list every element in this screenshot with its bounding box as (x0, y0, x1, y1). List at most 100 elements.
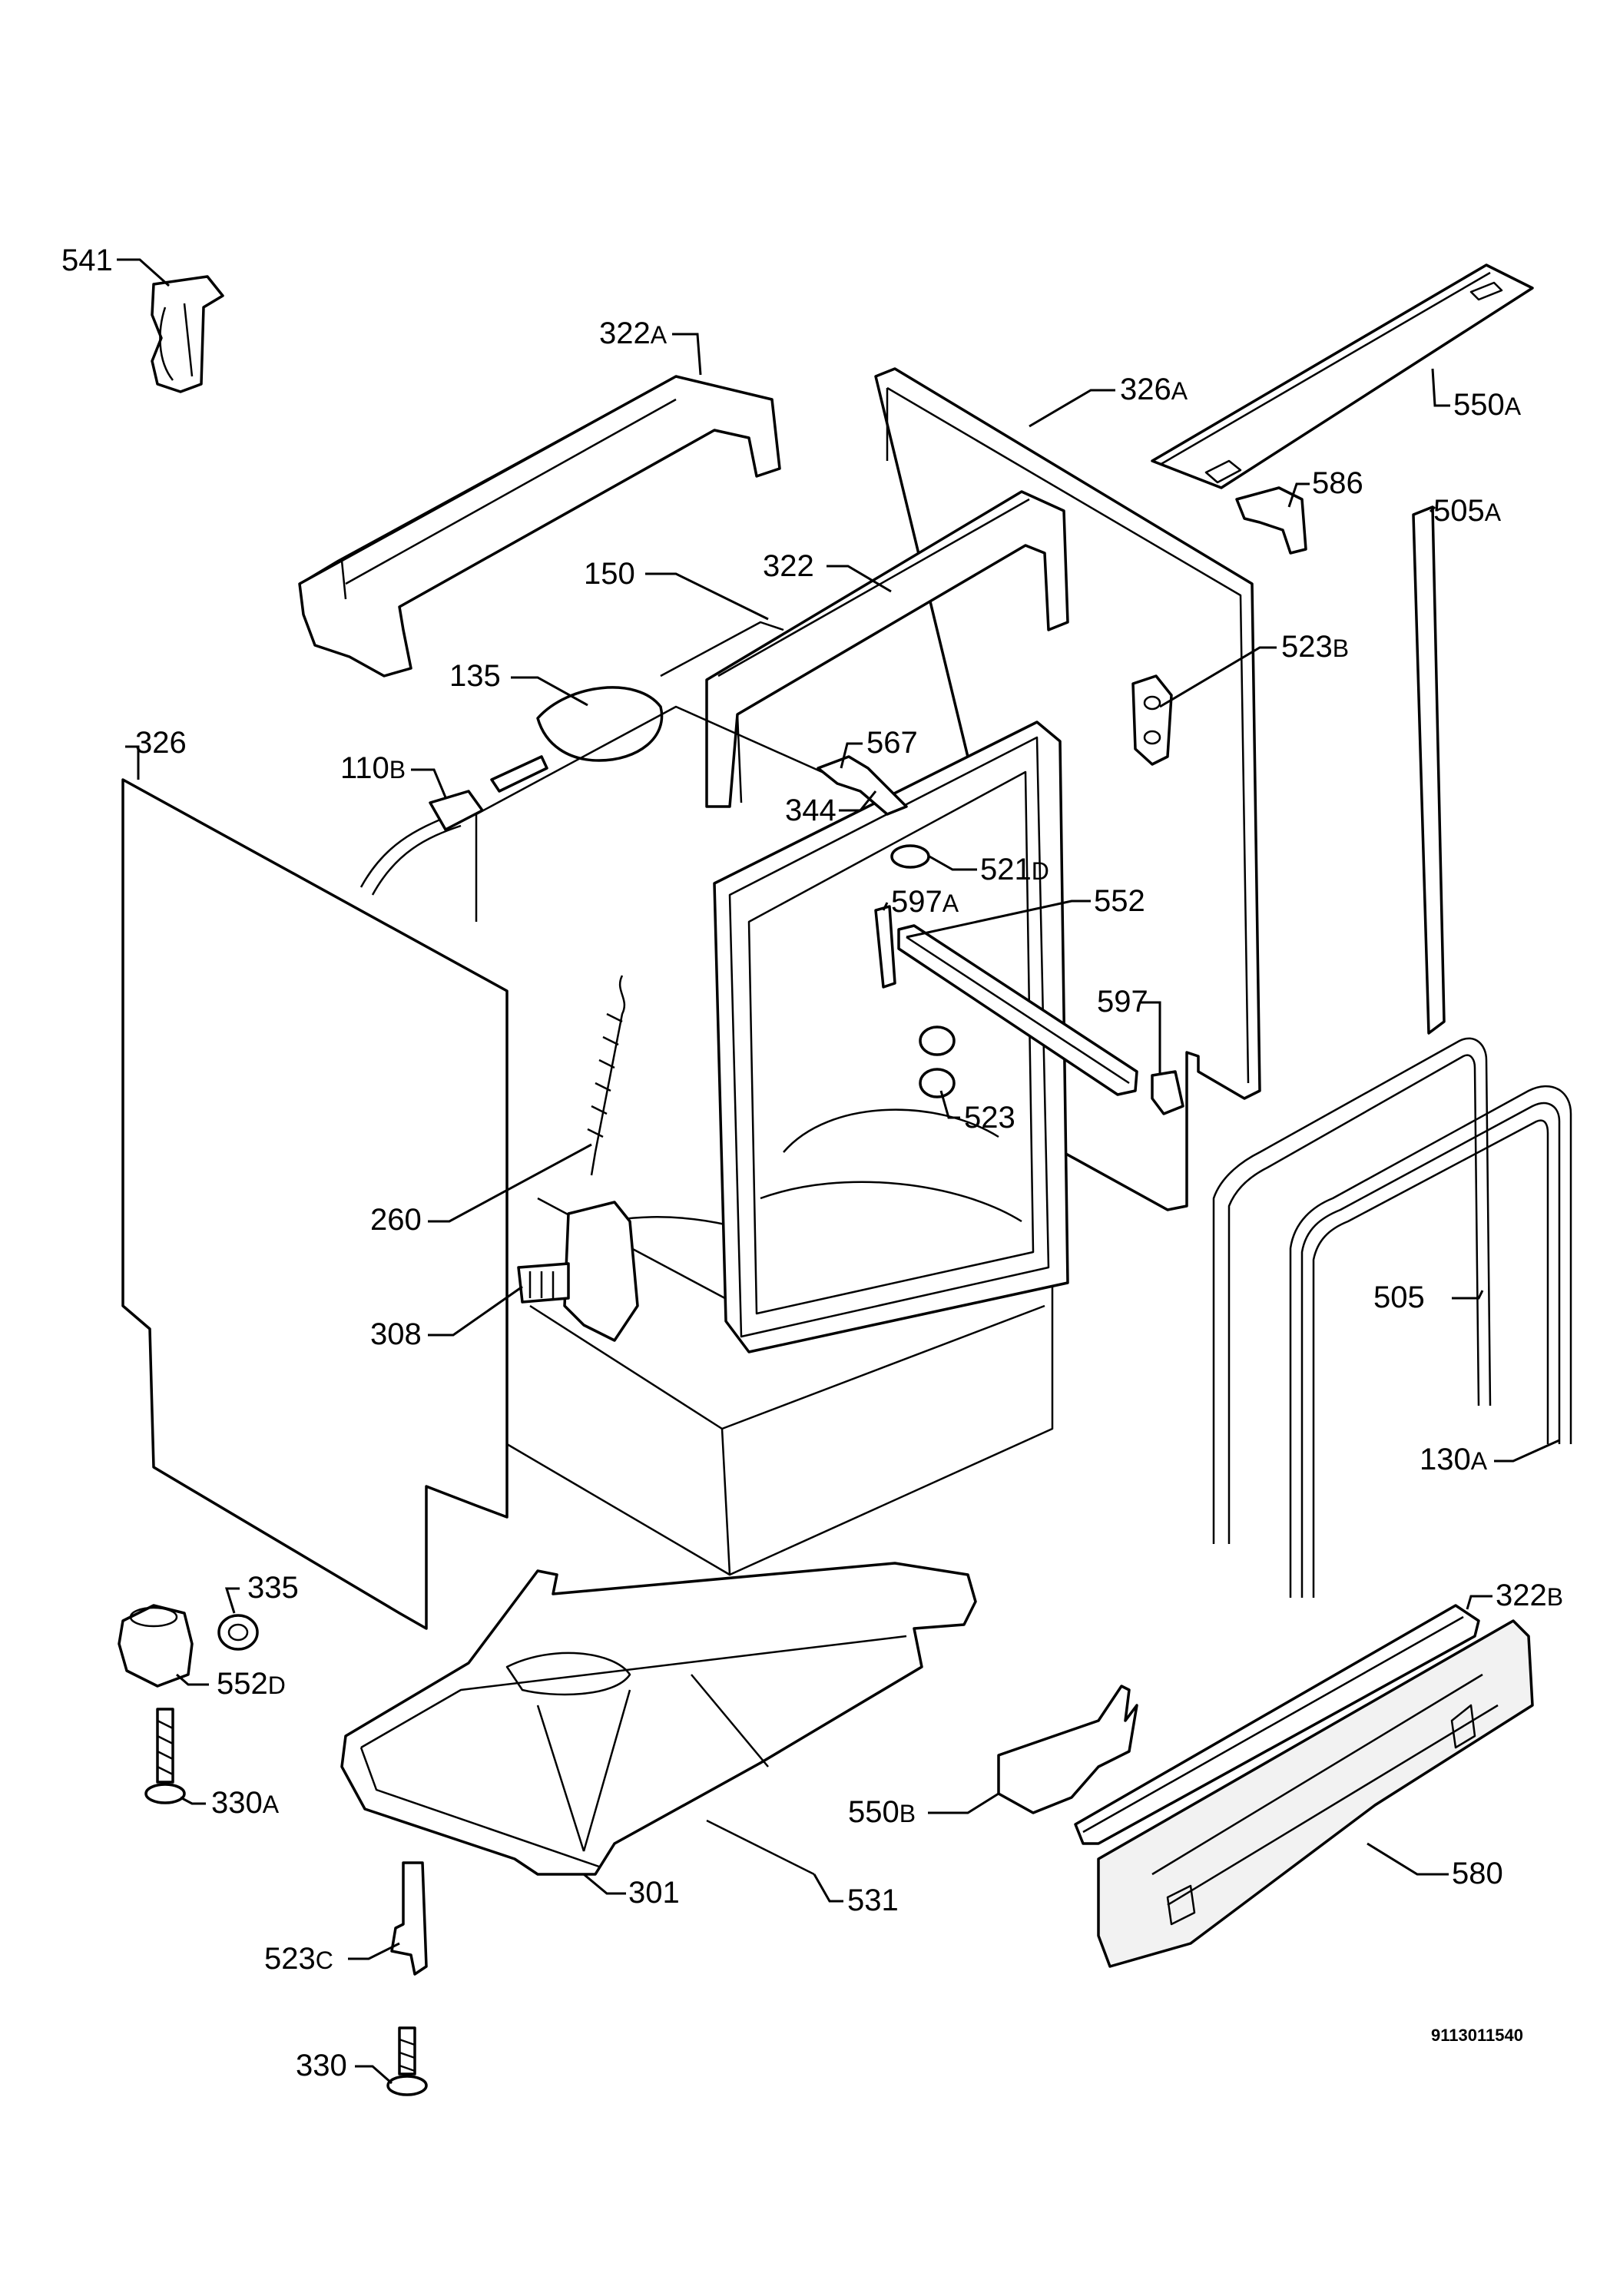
callout-label: 326A (1120, 373, 1188, 406)
callout-number: 597 (891, 885, 943, 919)
callout-label: 135 (449, 659, 501, 693)
callout-number: 150 (584, 557, 635, 591)
callout-suffix: B (899, 1800, 916, 1827)
callout-suffix: A (1471, 1447, 1488, 1475)
callout-number: 586 (1312, 466, 1363, 500)
callout-label: 541 (61, 244, 113, 277)
callout-number: 505 (1433, 494, 1485, 528)
callout-suffix: A (1171, 377, 1188, 405)
callout-label: 330A (211, 1786, 280, 1820)
callout-number: 344 (785, 793, 837, 827)
callout-suffix: B (389, 756, 406, 784)
callout-number: 597 (1097, 985, 1148, 1019)
callout-number: 301 (628, 1876, 680, 1910)
part-523B-bracket (1131, 674, 1173, 766)
part-586-bracket (1235, 486, 1307, 555)
part-552-rail (897, 924, 1138, 1096)
callout-number: 330 (211, 1786, 263, 1820)
callout-suffix: B (1333, 634, 1349, 662)
callout-number: 330 (296, 2049, 347, 2082)
part-505A-strip (1412, 505, 1446, 1035)
callout-number: 135 (449, 659, 501, 693)
callout-suffix: A (651, 321, 668, 349)
callout-number: 531 (847, 1884, 899, 1917)
part-322-frame (705, 490, 1069, 808)
callout-label: 531 (847, 1884, 899, 1917)
callout-number: 523 (1281, 630, 1333, 664)
part-523C-hinge-bracket (390, 1861, 428, 1976)
callout-number: 523 (264, 1942, 316, 1976)
callout-label: 110B (340, 751, 406, 785)
callout-label: 505A (1433, 494, 1502, 528)
part-531-rod (706, 1819, 815, 1876)
callout-label: 552D (217, 1667, 286, 1701)
part-330A-screw (144, 1708, 186, 1804)
callout-label: 567 (866, 726, 918, 760)
part-567-344-clip (817, 755, 908, 816)
leader-lines (117, 258, 1560, 2085)
callout-label: 260 (370, 1203, 422, 1237)
callout-label: 150 (584, 557, 635, 591)
part-308-hinge (517, 1201, 639, 1342)
callout-suffix: D (1032, 857, 1049, 885)
callout-label: 130A (1420, 1443, 1488, 1476)
callout-label: 597A (891, 885, 959, 919)
callout-label: 322A (599, 316, 668, 350)
callout-label: 597 (1097, 985, 1148, 1019)
callout-number: 552 (1094, 884, 1145, 918)
callout-label: 326 (135, 726, 187, 760)
callout-suffix: C (316, 1946, 333, 1974)
callout-label: 505 (1373, 1281, 1425, 1314)
callout-suffix: D (268, 1671, 286, 1699)
part-110B-hose (359, 790, 484, 896)
callout-number: 260 (370, 1203, 422, 1237)
callout-label: 580 (1452, 1857, 1503, 1890)
callout-number: 335 (247, 1571, 299, 1605)
callout-label: 330 (296, 2049, 347, 2082)
callout-label: 586 (1312, 466, 1363, 500)
callout-label: 523 (964, 1101, 1015, 1135)
callout-label: 552 (1094, 884, 1145, 918)
callout-number: 326 (135, 726, 187, 760)
callout-suffix: A (1485, 499, 1502, 526)
part-135-dispenser (490, 686, 664, 793)
callout-number: 580 (1452, 1857, 1503, 1890)
callout-label: 521D (980, 853, 1049, 886)
callout-number: 130 (1420, 1443, 1471, 1476)
callout-number: 322 (1496, 1579, 1547, 1612)
callout-label: 335 (247, 1571, 299, 1605)
part-260-spring (587, 975, 626, 1176)
part-330-screw (386, 2026, 428, 2096)
part-335-gear (217, 1614, 259, 1651)
part-150-cover (660, 621, 784, 678)
callout-number: 326 (1120, 373, 1171, 406)
callout-number: 541 (61, 244, 113, 277)
callout-label: 322 (763, 549, 814, 583)
part-523-bushing (919, 1025, 956, 1098)
callout-label: 550B (848, 1795, 916, 1829)
callout-number: 567 (866, 726, 918, 760)
callout-number: 550 (1453, 388, 1505, 422)
part-322A-top-bracket (298, 375, 781, 678)
part-552D-valve (118, 1604, 194, 1688)
callout-label: 523B (1281, 630, 1349, 664)
callout-number: 523 (964, 1101, 1015, 1135)
callout-label: 344 (785, 793, 837, 827)
part-326-side-panel (121, 778, 509, 1630)
callout-number: 550 (848, 1795, 899, 1829)
part-550A-top-rail (1151, 263, 1534, 489)
part-322B-rail (1074, 1604, 1480, 1845)
callout-number: 521 (980, 853, 1032, 886)
part-597-stop (1151, 1070, 1184, 1115)
drawing-ref-number: 9113011540 (1431, 2026, 1523, 2045)
part-505-gasket (1212, 1037, 1492, 1544)
part-301-base-tray (340, 1562, 977, 1876)
callout-label: 301 (628, 1876, 680, 1910)
part-541-clip (151, 275, 224, 393)
callout-number: 505 (1373, 1281, 1425, 1314)
callout-number: 322 (599, 316, 651, 350)
callout-suffix: A (943, 890, 959, 917)
